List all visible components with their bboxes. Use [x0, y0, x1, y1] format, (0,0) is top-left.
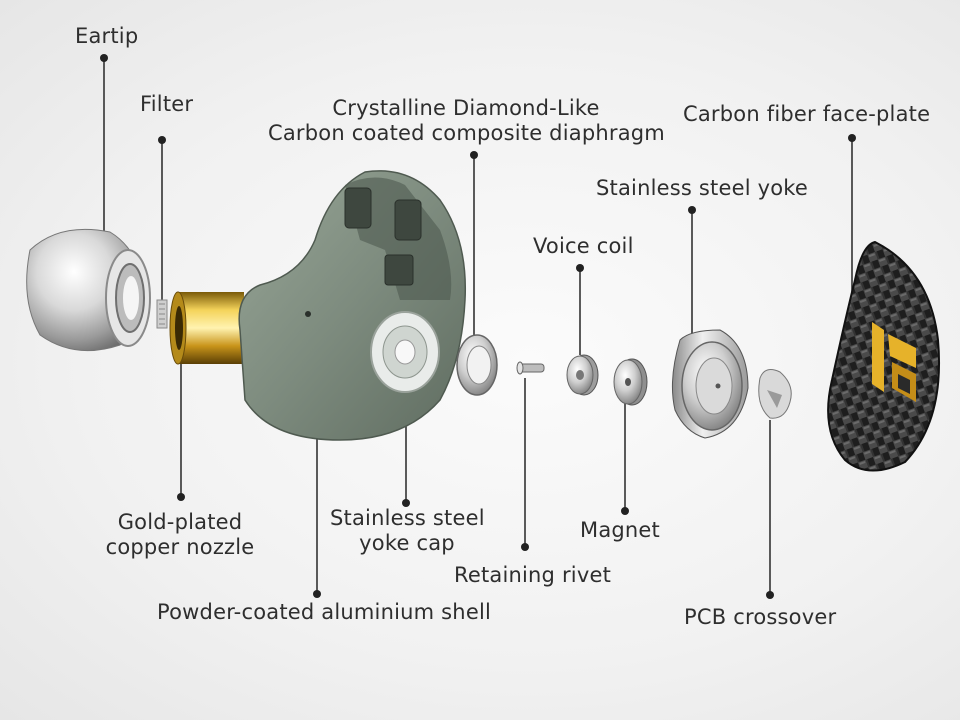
- nozzle-label: Gold-plated copper nozzle: [100, 510, 260, 560]
- shell-part: [239, 171, 465, 440]
- nozzle-part: [170, 292, 244, 364]
- voice-coil-part: [567, 355, 598, 395]
- magnet-part: [614, 359, 647, 405]
- nozzle-label-line-1: Gold-plated: [100, 510, 260, 535]
- nozzle-label-line-2: copper nozzle: [100, 535, 260, 560]
- diaphragm-part: [457, 335, 497, 395]
- faceplate-part: [828, 242, 939, 471]
- yoke-part: [672, 330, 748, 438]
- yoke-label: Stainless steel yoke: [596, 176, 808, 201]
- shell-label: Powder-coated aluminium shell: [157, 600, 491, 625]
- diaphragm-label-line-1: Crystalline Diamond-Like: [268, 96, 664, 121]
- rivet-label: Retaining rivet: [454, 563, 611, 588]
- yoke-cap-label-line-1: Stainless steel: [330, 506, 484, 531]
- faceplate-label: Carbon fiber face-plate: [683, 102, 930, 127]
- eartip-part: [27, 229, 150, 350]
- yoke-cap-label: Stainless steel yoke cap: [330, 506, 484, 556]
- pcb-part: [759, 370, 792, 419]
- filter-part: [157, 300, 167, 328]
- magnet-label: Magnet: [580, 518, 660, 543]
- pcb-label: PCB crossover: [684, 605, 836, 630]
- filter-label: Filter: [140, 92, 193, 117]
- eartip-label: Eartip: [75, 24, 138, 49]
- rivet-part: [517, 362, 544, 374]
- diaphragm-label: Crystalline Diamond-Like Carbon coated c…: [268, 96, 664, 146]
- diaphragm-label-line-2: Carbon coated composite diaphragm: [268, 121, 664, 146]
- voice-coil-label: Voice coil: [533, 234, 634, 259]
- yoke-cap-label-line-2: yoke cap: [330, 531, 484, 556]
